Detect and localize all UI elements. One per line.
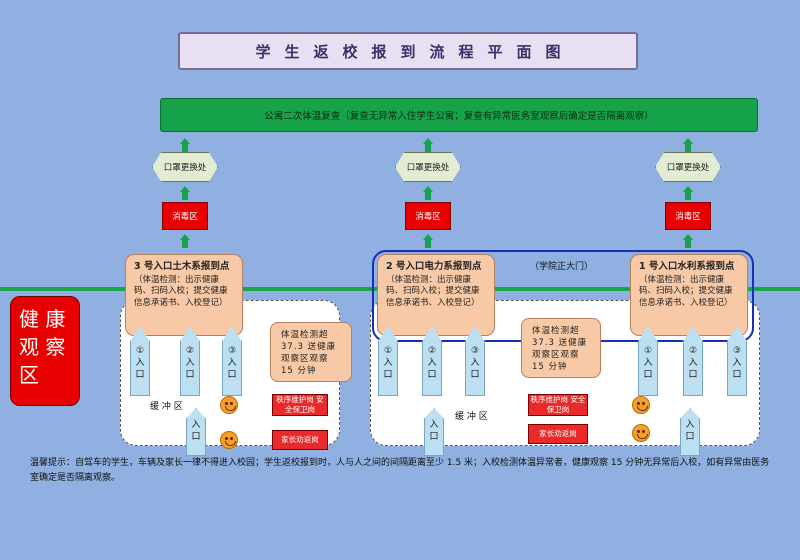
temperature-observation-note: 体温检测超 37.3 送健康观察区观察 15 分钟 [270, 322, 352, 382]
staff-smiley-icon [632, 396, 650, 414]
security-post: 秩序维护岗 安全保卫岗 [528, 394, 588, 416]
report-point-detail: （体温检测：出示健康码、扫码入校；提交健康信息承诺书、入校登记） [134, 274, 228, 308]
up-arrow [180, 138, 190, 152]
report-point-title: 2 号入口电力系报到点 [386, 261, 482, 272]
health-observation-area: 健 康 观 察 区 [10, 296, 80, 406]
staff-smiley-icon [220, 431, 238, 449]
up-arrow [683, 234, 693, 248]
report-point-title: 3 号入口土木系报到点 [134, 261, 230, 272]
buffer-zone-label: 缓 冲 区 [150, 402, 183, 412]
report-point-detail: （体温检测：出示健康码、扫码入校；提交健康信息承诺书、入校登记） [386, 274, 480, 308]
side-entrance-gate: 入口 [186, 408, 206, 456]
mask-change-station: 口罩更换处 [655, 152, 721, 182]
disinfect-area: 消毒区 [665, 202, 711, 230]
dorm-recheck-bar: 公寓二次体温复查（复查无异常入住学生公寓；复查有异常医务室观察后确定是否隔离观察… [160, 98, 758, 132]
up-arrow [423, 186, 433, 200]
disinfect-area: 消毒区 [162, 202, 208, 230]
parent-return-post: 家长劝返岗 [528, 424, 588, 444]
report-point-1: 1 号入口水利系报到点 （体温检测：出示健康码、扫码入校；提交健康信息承诺书、入… [630, 254, 748, 336]
report-point-2: 2 号入口电力系报到点 （体温检测：出示健康码、扫码入校；提交健康信息承诺书、入… [377, 254, 495, 336]
security-post: 秩序维护岗 安全保卫岗 [272, 394, 328, 416]
mask-change-station: 口罩更换处 [395, 152, 461, 182]
temperature-observation-note: 体温检测超 37.3 送健康观察区观察 15 分钟 [521, 318, 601, 378]
report-point-detail: （体温检测：出示健康码、扫码入校；提交健康信息承诺书、入校登记） [639, 274, 733, 308]
notice-text: 温馨提示：自驾车的学生，车辆及家长一律不得进入校园；学生返校报到时，人与人之间的… [30, 458, 770, 483]
mask-change-station: 口罩更换处 [152, 152, 218, 182]
buffer-zone-label: 缓 冲 区 [455, 412, 488, 422]
up-arrow [423, 234, 433, 248]
parent-return-post: 家长劝返岗 [272, 430, 328, 450]
up-arrow [180, 234, 190, 248]
side-entrance-gate: 入口 [424, 408, 444, 456]
staff-smiley-icon [632, 424, 650, 442]
staff-smiley-icon [220, 396, 238, 414]
page-title: 学生返校报到流程平面图 [178, 32, 638, 70]
main-gate-label: （学院正大门） [530, 262, 594, 272]
report-point-title: 1 号入口水利系报到点 [639, 261, 735, 272]
up-arrow [423, 138, 433, 152]
up-arrow [683, 138, 693, 152]
up-arrow [180, 186, 190, 200]
side-entrance-gate: 入口 [680, 408, 700, 456]
disinfect-area: 消毒区 [405, 202, 451, 230]
up-arrow [683, 186, 693, 200]
report-point-3: 3 号入口土木系报到点 （体温检测：出示健康码、扫码入校；提交健康信息承诺书、入… [125, 254, 243, 336]
